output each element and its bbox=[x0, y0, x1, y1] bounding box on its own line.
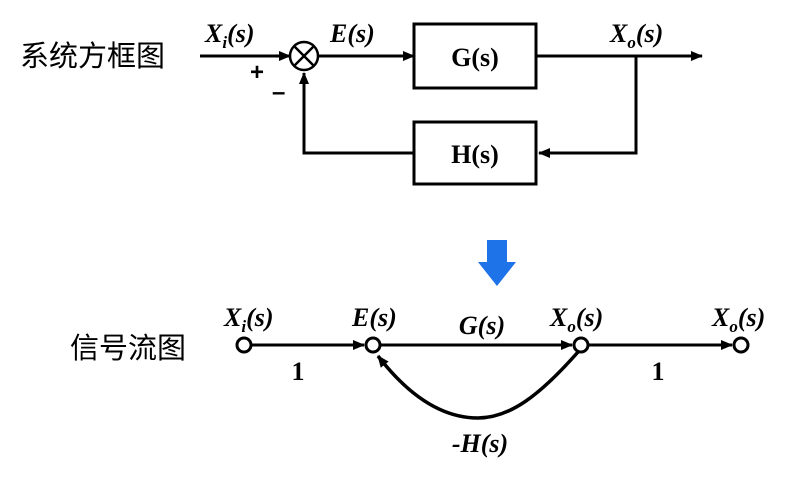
feedback-block bbox=[412, 120, 538, 186]
signal-flow-title: 信号流图 bbox=[70, 331, 186, 365]
node-label-xo-1: Xo(s) bbox=[549, 303, 603, 336]
forward-block bbox=[412, 22, 538, 90]
input-signal-label: Xi(s) bbox=[204, 19, 255, 52]
node-xi bbox=[235, 336, 253, 354]
error-signal-label: E(s) bbox=[329, 19, 375, 48]
gain-input: 1 bbox=[292, 357, 305, 386]
forward-block-label: G(s) bbox=[451, 43, 499, 72]
node-label-xo-2: Xo(s) bbox=[711, 303, 765, 336]
plus-sign: + bbox=[250, 59, 264, 86]
feedback-path-left bbox=[299, 72, 414, 155]
node-label-e: E(s) bbox=[351, 303, 397, 332]
node-xo-2 bbox=[732, 336, 750, 354]
gain-feedback: -H(s) bbox=[452, 429, 508, 458]
node-label-xi: Xi(s) bbox=[223, 303, 274, 336]
feedback-path-right bbox=[538, 56, 638, 158]
block-diagram-title: 系统方框图 bbox=[20, 39, 165, 73]
feedback-block-label: H(s) bbox=[451, 140, 499, 169]
node-e bbox=[364, 336, 382, 354]
minus-sign: – bbox=[272, 79, 285, 106]
output-signal-label: Xo(s) bbox=[609, 19, 663, 52]
node-xo-1 bbox=[572, 336, 590, 354]
summing-junction bbox=[288, 40, 320, 72]
gain-output: 1 bbox=[652, 357, 665, 386]
branch-feedback bbox=[376, 350, 580, 420]
transform-arrow-icon bbox=[478, 240, 516, 286]
gain-forward: G(s) bbox=[459, 311, 505, 340]
